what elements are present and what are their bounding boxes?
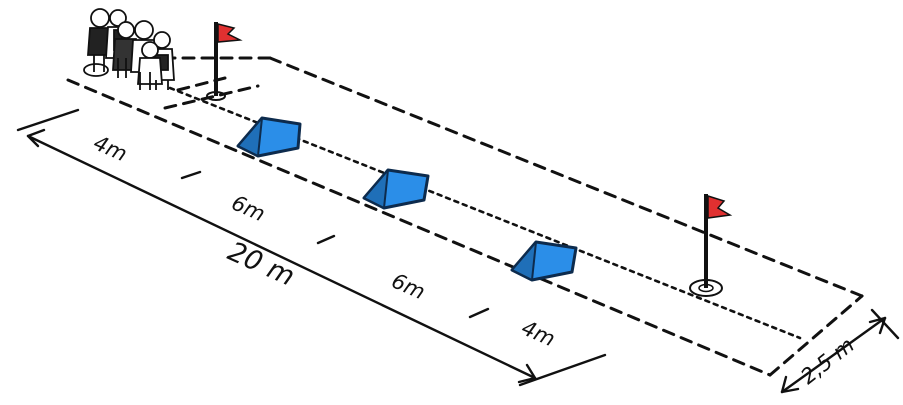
group-of-players-icon [83, 8, 175, 90]
width-label: 2,5 m [796, 333, 858, 389]
length-dimension-line [16, 108, 607, 387]
segment-label-6m-second: 6m [388, 269, 429, 305]
course-outline [66, 56, 864, 377]
width-dimension-line [780, 308, 900, 394]
segment-label-4m-end: 4m [518, 316, 559, 352]
start-flag-icon [206, 22, 243, 101]
segment-label-4m-start: 4m [90, 131, 131, 167]
tent-obstacle-icon [510, 240, 578, 282]
end-flag-icon [689, 194, 733, 297]
tent-obstacle-icon [362, 168, 430, 210]
tent-obstacle-icon [236, 116, 302, 158]
segment-label-6m-first: 6m [228, 191, 269, 227]
total-length-label: 20 m [223, 236, 299, 292]
